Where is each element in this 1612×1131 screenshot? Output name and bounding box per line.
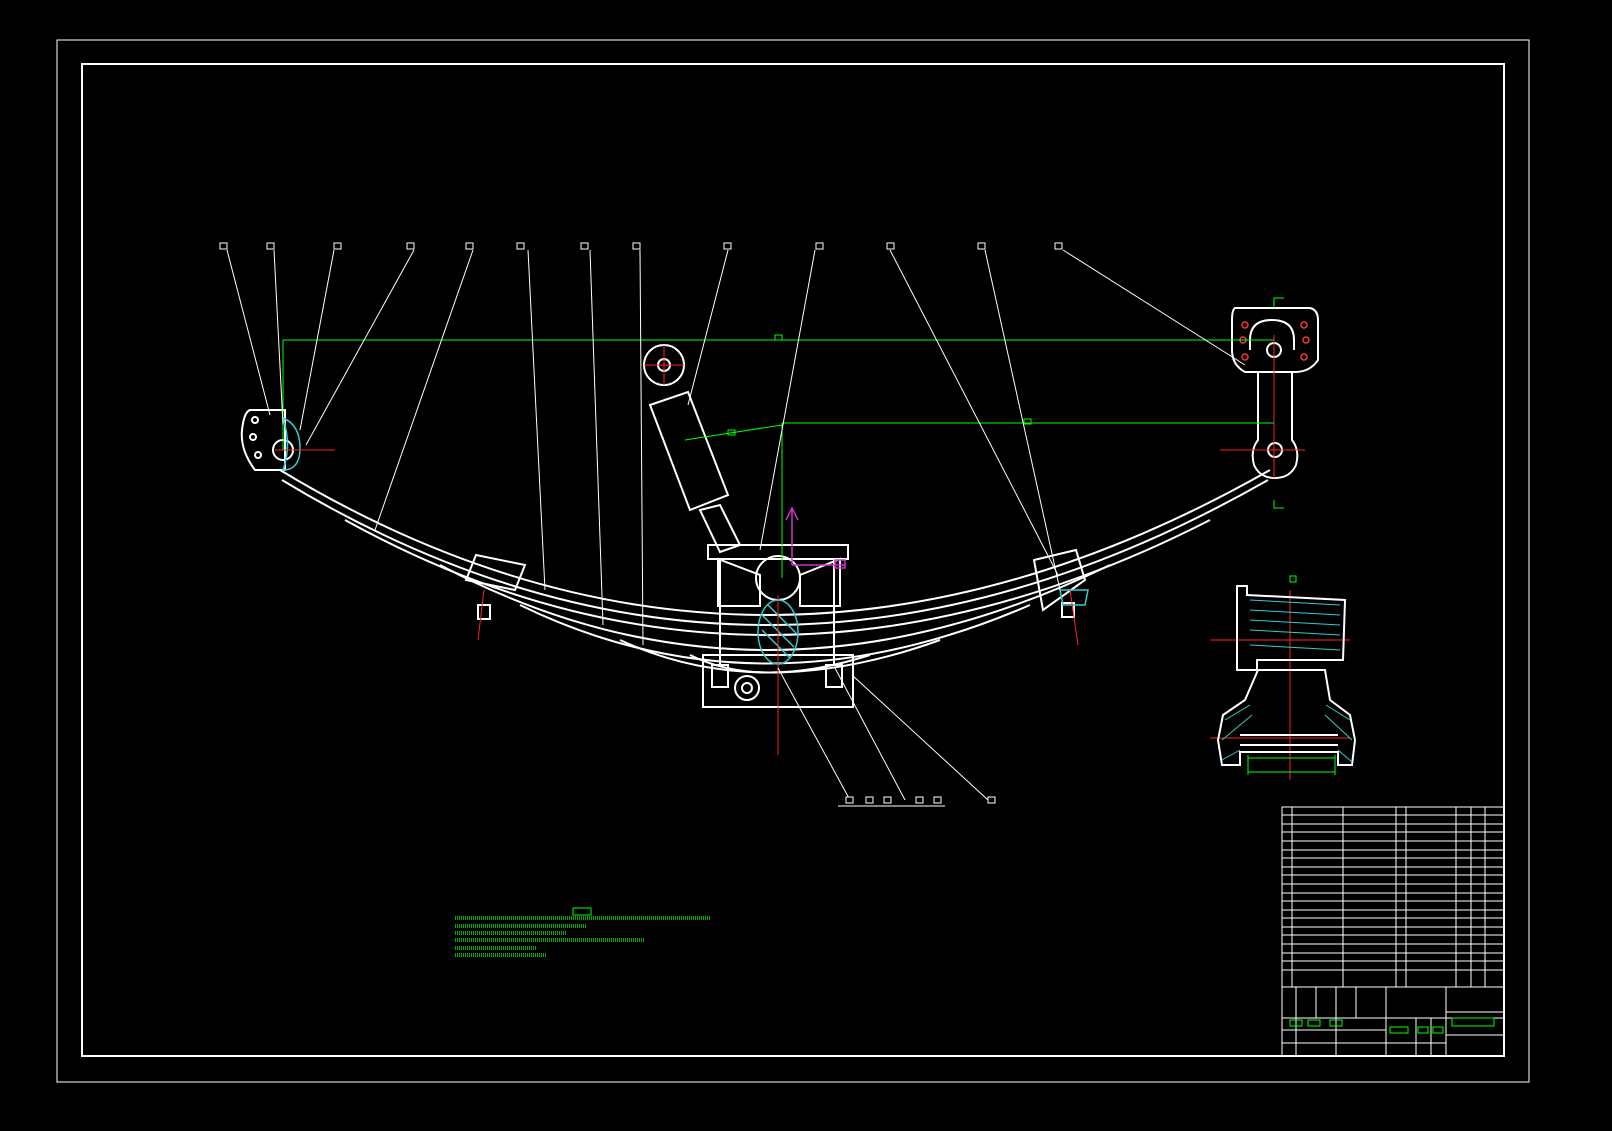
leaf-spring-assembly [240,307,1319,708]
outer-sheet-border [56,39,1530,1083]
parts-list [1281,806,1505,988]
centerlines [275,335,1350,780]
axle-circle [755,555,801,601]
title-block-fields [1289,1017,1495,1034]
clip-bolt-left [477,604,491,620]
leaf-3 [439,564,1111,651]
detail-hatching [1221,599,1353,763]
left-bracket-hole-2 [249,433,257,441]
rebound-clip-right [1032,548,1087,612]
bottom-callouts [845,796,996,804]
leaf-4 [519,604,1031,665]
detail-dimension [1247,755,1336,775]
detail-upper-part [1236,585,1347,671]
clip-bolt-right [1061,602,1075,618]
rebound-clip-left [464,553,527,592]
section-hatching [281,416,1089,665]
left-bracket-hole-1 [251,416,259,424]
leader-lines [226,249,1246,807]
title-block [1281,986,1505,1057]
rear-shackle-bracket [1231,307,1319,373]
inner-drawing-border [81,63,1505,1057]
left-bracket-hole-3 [254,451,262,459]
shackle-loop [1249,318,1295,350]
axle-seat-plate [707,544,849,560]
leaf-6 [689,654,871,674]
detail-lower-body [1216,669,1357,766]
technical-notes [455,907,711,957]
right-clip-section [1059,589,1089,606]
leaf-1-under [281,479,1269,626]
notes-heading [572,907,592,916]
top-callouts [219,242,1063,250]
lower-clamp-nut-hole [741,682,753,694]
shock-upper-body [648,390,730,512]
dimension-lines [282,297,1297,583]
leaf-5 [619,639,941,674]
axle-seat-right-web [799,557,841,607]
lower-clamp-nut [734,675,760,701]
detail-section-view [1216,585,1357,766]
left-eye-section [281,416,301,471]
leaf-1 [279,469,1271,616]
ucs-axis-icon [785,506,846,569]
axle-seat-left-web [717,557,761,607]
left-hanger-bracket [240,409,286,471]
shackle-link [1251,371,1299,480]
